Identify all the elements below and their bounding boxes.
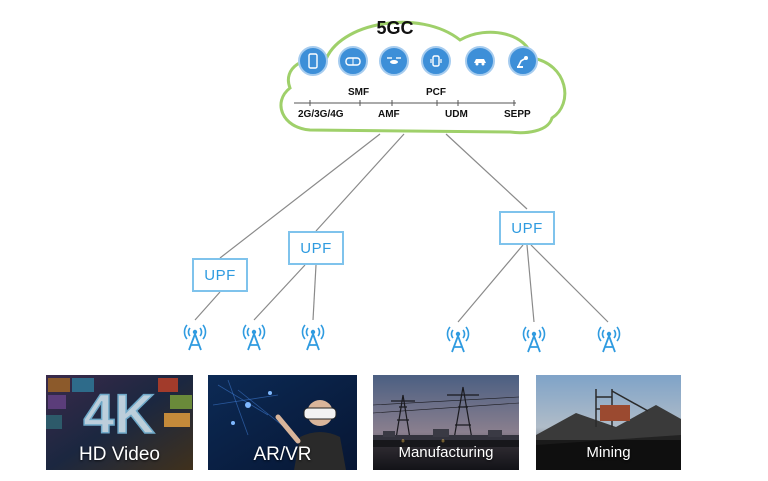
cell-tower-icon — [183, 324, 207, 351]
hd-video-overlay-text: 4K — [83, 382, 155, 445]
robot-arm-icon — [508, 46, 538, 76]
label-band — [536, 440, 681, 470]
label-band — [373, 440, 519, 470]
link-upf2-tower2 — [253, 264, 306, 321]
use-case-label: AR/VR — [253, 444, 312, 465]
cell-tower-icon — [522, 326, 546, 353]
function-label-legacy: 2G/3G/4G — [298, 109, 344, 120]
core-title: 5GC — [376, 18, 414, 38]
cell-tower-icon — [446, 326, 470, 353]
use-case-label: Mining — [586, 444, 631, 461]
cell-tower-icon — [301, 324, 325, 351]
use-case-manufacturing: Manufacturing — [373, 375, 519, 470]
cell-tower-icon — [597, 326, 621, 353]
link-upf3-tower5 — [526, 244, 535, 323]
upf-node: UPF — [288, 231, 344, 265]
link-upf3-tower6 — [530, 244, 609, 323]
connection-lines — [194, 133, 609, 323]
phone-icon — [298, 46, 328, 76]
upf-node: UPF — [192, 258, 248, 292]
wearable-icon — [421, 46, 451, 76]
use-case-label: Manufacturing — [398, 444, 494, 461]
cell-tower-icon — [242, 324, 266, 351]
upf-label: UPF — [511, 219, 543, 237]
use-case-label: HD Video — [79, 444, 160, 465]
link-core-upf1 — [219, 133, 381, 259]
use-case-mining: Mining — [536, 375, 681, 470]
function-label-pcf: PCF — [426, 87, 446, 98]
use-case-ar-vr: AR/VR — [208, 375, 357, 470]
drone-icon — [379, 46, 409, 76]
car-icon — [465, 46, 495, 76]
vr-headset-icon — [338, 46, 368, 76]
function-bar-ticks — [309, 100, 515, 106]
link-core-upf3 — [445, 133, 528, 210]
function-label-amf: AMF — [378, 109, 400, 120]
link-upf3-tower4 — [457, 244, 524, 323]
link-core-upf2 — [315, 133, 405, 232]
upf-node: UPF — [499, 211, 555, 245]
function-label-sepp: SEPP — [504, 109, 531, 120]
upf-label: UPF — [204, 266, 236, 284]
function-label-udm: UDM — [445, 109, 468, 120]
use-case-hd-video: 4K HD Video — [46, 375, 193, 470]
function-label-smf: SMF — [348, 87, 370, 98]
link-upf1-tower1 — [194, 291, 221, 321]
link-upf2-tower3 — [312, 264, 317, 321]
ar-vr-background — [208, 375, 357, 470]
hd-video-background: 4K — [46, 375, 193, 470]
upf-label: UPF — [300, 239, 332, 257]
